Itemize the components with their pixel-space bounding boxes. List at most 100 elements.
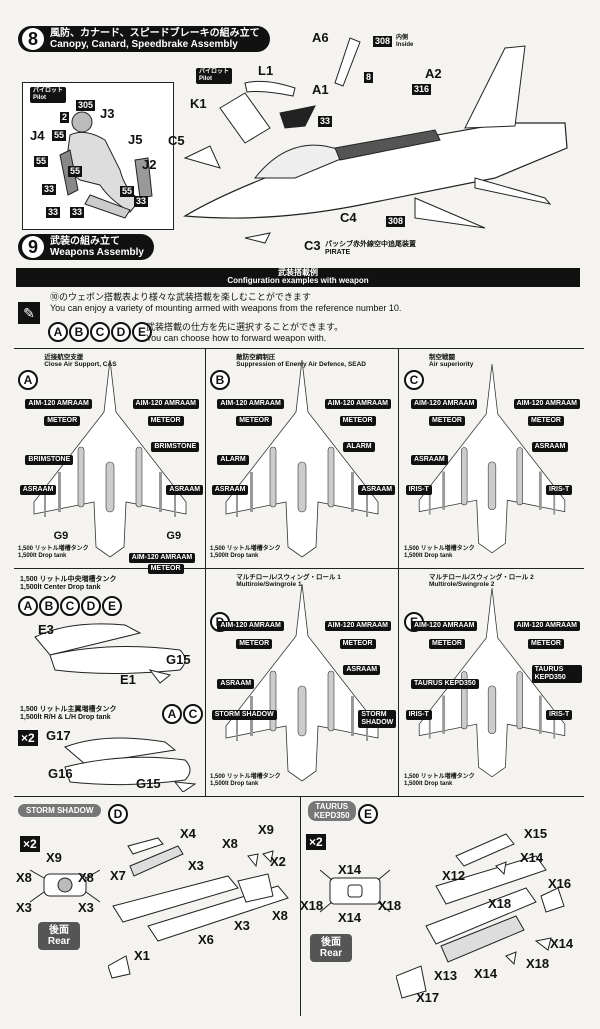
weapon-label: AIM-120 AMRAAM bbox=[132, 399, 199, 410]
part-X14b: X14 bbox=[550, 936, 574, 951]
weapon-label: STORM SHADOW bbox=[211, 709, 277, 720]
weapon-label: METEOR bbox=[429, 416, 465, 427]
weapon-label: METEOR bbox=[147, 416, 184, 427]
part-E3: E3 bbox=[38, 622, 54, 637]
weapon-label: AIM-120 AMRAAM bbox=[513, 620, 581, 631]
part-A1: A1 bbox=[312, 82, 329, 97]
paint-308-c4: 308 bbox=[386, 216, 406, 227]
taurus-exploded-illustration bbox=[396, 833, 565, 999]
weapon-label: AIM-120 AMRAAM bbox=[411, 620, 478, 631]
weapon-label: AIM-120 AMRAAM bbox=[128, 553, 196, 564]
weapon-label: IRIS-T bbox=[405, 709, 432, 720]
config-letter: C bbox=[404, 370, 424, 390]
part-G15: G15 bbox=[166, 652, 191, 667]
part-X18b: X18 bbox=[526, 956, 550, 971]
weapon-label: ASRAAM bbox=[211, 484, 249, 495]
paint-33c: 33 bbox=[46, 207, 61, 218]
step-number: 9 bbox=[22, 236, 44, 258]
letter-E: E bbox=[358, 804, 378, 824]
weapon-label: AIM-120 AMRAAM bbox=[324, 620, 391, 631]
paint-308-a6: 308 bbox=[373, 36, 393, 47]
weapon-label: IRIS-T bbox=[546, 484, 573, 495]
letter-C: C bbox=[90, 322, 110, 342]
config-letter: B bbox=[210, 370, 230, 390]
letter-C: C bbox=[60, 596, 80, 616]
rear-X9: X9 bbox=[46, 850, 62, 865]
part-E1: E1 bbox=[120, 672, 136, 687]
letter-C: C bbox=[183, 704, 203, 724]
taurus-rear-X14-bottom: X14 bbox=[338, 910, 362, 925]
divider-v2 bbox=[398, 348, 399, 796]
step-title-en: Weapons Assembly bbox=[50, 247, 144, 258]
storm-shadow-exploded-illustration bbox=[108, 837, 289, 979]
letter-selector: A B C D E bbox=[48, 322, 153, 342]
paint-55d: 55 bbox=[120, 186, 135, 197]
part-J2: J2 bbox=[142, 157, 157, 172]
part-X7: X7 bbox=[110, 868, 126, 883]
weapon-label: METEOR bbox=[236, 638, 273, 649]
weapon-label: AIM-120 AMRAAM bbox=[324, 399, 391, 410]
weapon-label: TAURUS KEPD350 bbox=[531, 665, 582, 684]
paint-305: 305 bbox=[76, 100, 96, 111]
rear-X3-right: X3 bbox=[78, 900, 94, 915]
storm-shadow-rear-illustration bbox=[30, 869, 100, 903]
part-X1: X1 bbox=[134, 948, 150, 963]
part-X18: X18 bbox=[488, 896, 512, 911]
letter-E: E bbox=[132, 322, 152, 342]
part-C3: C3 bbox=[304, 238, 321, 253]
divider-h1 bbox=[14, 348, 584, 349]
part-L1: L1 bbox=[258, 63, 274, 78]
letter-B: B bbox=[69, 322, 89, 342]
taurus-rear-X18-right: X18 bbox=[378, 898, 402, 913]
divider-v1 bbox=[205, 348, 206, 796]
part-X3: X3 bbox=[188, 858, 204, 873]
weapon-label: METEOR bbox=[528, 416, 564, 427]
weapon-label: ASRAAM bbox=[217, 678, 255, 689]
step-title-jp: 風防、カナード、スピードブレーキの組み立て bbox=[50, 28, 260, 39]
weapon-label: AIM-120 AMRAAM bbox=[25, 399, 92, 410]
paint-55c: 55 bbox=[68, 166, 83, 177]
paint-2: 2 bbox=[60, 112, 70, 123]
step-8-header: 8 風防、カナード、スピードブレーキの組み立て Canopy, Canard, … bbox=[18, 26, 270, 52]
rear-X8-left: X8 bbox=[16, 870, 32, 885]
letter-D: D bbox=[108, 804, 128, 824]
part-X8: X8 bbox=[222, 836, 238, 851]
weapon-label: ASRAAM bbox=[343, 665, 381, 676]
paint-33d: 33 bbox=[70, 207, 85, 218]
weapon-label: ASRAAM bbox=[358, 484, 396, 495]
weapon-label: STORM SHADOW bbox=[358, 709, 397, 728]
weapon-label: TAURUS KEPD350 bbox=[411, 678, 479, 689]
aircraft-planform-illustration bbox=[225, 359, 379, 558]
weapon-label: METEOR bbox=[236, 416, 273, 427]
weapon-label: METEOR bbox=[339, 638, 376, 649]
paint-55b: 55 bbox=[34, 156, 49, 167]
part-A2: A2 bbox=[425, 66, 442, 81]
weapon-label: BRIMSTONE bbox=[151, 441, 200, 452]
letter-B: B bbox=[39, 596, 59, 616]
paint-316: 316 bbox=[412, 84, 432, 95]
divider-v3 bbox=[300, 796, 301, 1016]
divider-h2 bbox=[14, 568, 584, 569]
part-K1: K1 bbox=[190, 96, 207, 111]
aircraft-planform-illustration bbox=[33, 359, 187, 558]
weapon-label: ALARM bbox=[217, 454, 249, 465]
rl-tank-illustration bbox=[64, 737, 197, 792]
letter-D: D bbox=[111, 322, 131, 342]
weapon-label: BRIMSTONE bbox=[25, 454, 74, 465]
rl-tank-qty: ×2 bbox=[18, 730, 38, 746]
